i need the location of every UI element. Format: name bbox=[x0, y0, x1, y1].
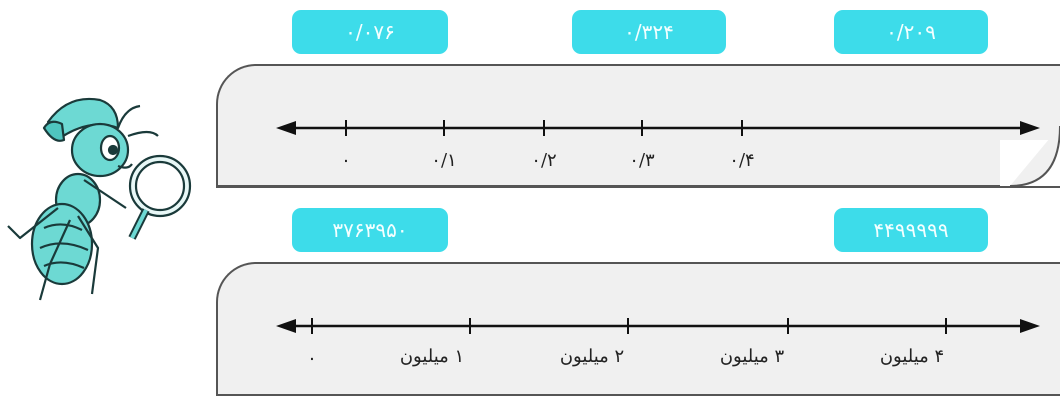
tick-label: ۰/۳ bbox=[629, 150, 655, 171]
tick-label: ۰/۱ bbox=[431, 150, 457, 171]
tick-label: ۳ میلیون bbox=[719, 346, 785, 367]
value-badge: ۰/۲۰۹ bbox=[834, 10, 988, 54]
tick-label: ۴ میلیون bbox=[879, 346, 945, 367]
ant-detective-with-magnifier-icon bbox=[7, 97, 192, 301]
value-badge: ۰/۳۲۴ bbox=[572, 10, 726, 54]
tick-label: ۰/۴ bbox=[729, 150, 755, 171]
bottom-number-line bbox=[276, 318, 1040, 334]
value-badge: ۳۷۶۳۹۵۰ bbox=[292, 208, 448, 252]
value-badge: ۴۴۹۹۹۹۹ bbox=[834, 208, 988, 252]
tick-label: ۱ میلیون bbox=[399, 346, 465, 367]
number-line-panel bbox=[216, 64, 1060, 188]
tick-label: ۰/۲ bbox=[531, 150, 557, 171]
number-line-panel bbox=[216, 262, 1060, 396]
tick-label: ۲ میلیون bbox=[559, 346, 625, 367]
tick-label: ۰ bbox=[341, 150, 351, 171]
value-badge: ۰/۰۷۶ bbox=[292, 10, 448, 54]
tick-label: ۰ bbox=[307, 348, 317, 369]
top-number-line bbox=[218, 120, 1060, 187]
